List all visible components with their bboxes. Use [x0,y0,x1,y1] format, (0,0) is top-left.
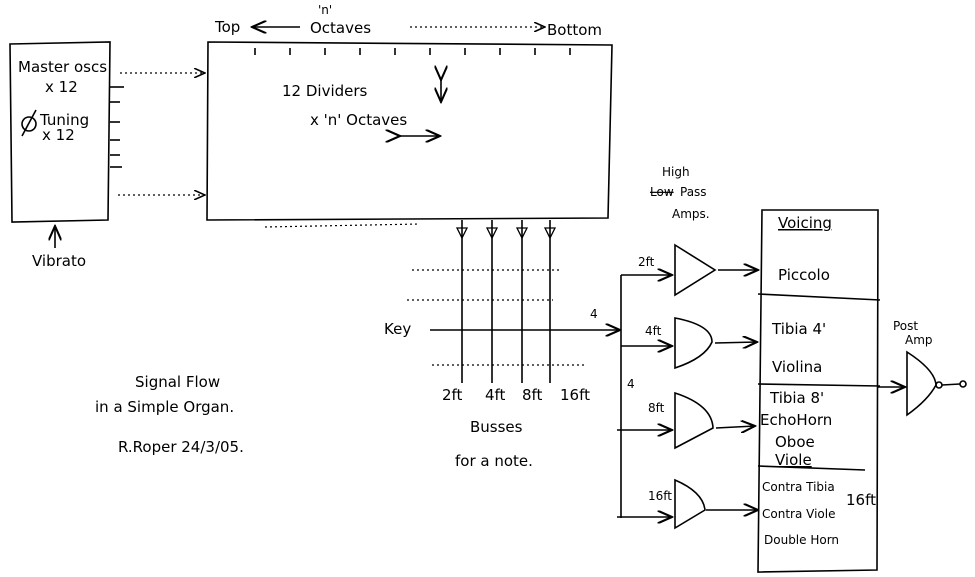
voicing-block: Voicing Piccolo Tibia 4' Violina Tibia 8… [757,209,881,573]
high-pass-amps: High Low Pass Amps. 4 2ft 4ft 8ft 16ft [617,165,758,530]
bus-label-8ft: 8ft [522,386,543,404]
voice-oboe: Oboe [775,433,815,451]
voice-contra-viole: Contra Viole [762,507,835,521]
osc-count: x 12 [45,78,78,96]
title-line-2: in a Simple Organ. [95,398,234,416]
sixteen-ft-note: 16ft [846,491,876,509]
octaves-label: Octaves [310,19,371,37]
voice-double-horn: Double Horn [764,533,839,547]
tuning-count: x 12 [42,126,75,144]
low-struck-label: Low [650,185,674,199]
busses-caption: Busses [470,418,523,436]
diagram-title: Signal Flow in a Simple Organ. R.Roper 2… [95,373,244,456]
amp-label: Amp [905,333,933,347]
voice-echo-horn: EchoHorn [760,411,832,429]
octaves-multiplier-label: x 'n' Octaves [310,111,407,129]
bus-label-4ft: 4ft [485,386,506,404]
tuning-label: Tuning [39,111,89,129]
busses-caption-note: for a note. [455,452,533,470]
title-line-1: Signal Flow [135,373,220,391]
amp-8ft [674,391,714,450]
amp-label-16ft: 16ft [648,489,672,503]
pass-label: Pass [680,185,707,199]
post-amp: Post Amp [877,319,967,417]
amp-16ft [674,478,706,530]
bus-label-16ft: 16ft [560,386,590,404]
amp-label-4ft: 4ft [645,324,662,338]
bottom-label: Bottom [547,21,602,39]
voice-contra-tibia: Contra Tibia [762,480,835,494]
amp-2ft [674,243,717,297]
vibrato-label: Vibrato [32,252,86,270]
voice-piccolo: Piccolo [778,266,830,284]
voice-tibia-8: Tibia 8' [769,389,824,407]
tuning-knob-icon [21,116,37,132]
dividers-label: 12 Dividers [282,82,368,100]
high-label: High [662,165,690,179]
author-date: R.Roper 24/3/05. [118,438,244,456]
bus-label-2ft: 2ft [442,386,463,404]
output-terminal-icon [959,380,967,388]
bus-matrix: Key 4 2ft 4ft 8ft 16ft Busses for a note… [384,220,620,470]
voice-viole: Viole [775,451,812,469]
amp-count-mark: 4 [627,377,635,391]
amp-4ft [674,317,713,370]
voice-violina: Violina [772,358,822,376]
amp-label-2ft: 2ft [638,255,655,269]
amps-label: Amps. [672,207,710,221]
osc-label: Master oscs [18,58,107,76]
divider-block: Top 'n' Octaves Bottom 12 Dividers x 'n'… [206,3,613,228]
bus-count-mark: 4 [590,307,598,321]
top-label: Top [214,18,240,36]
master-oscillator-block: Master oscs x 12 Tuning x 12 Vibrato [9,41,205,270]
voice-tibia-4: Tibia 4' [771,320,826,338]
amp-label-8ft: 8ft [648,401,665,415]
post-label: Post [893,319,918,333]
key-label: Key [384,320,411,338]
voicing-title: Voicing [778,214,832,232]
n-label: 'n' [318,3,332,17]
